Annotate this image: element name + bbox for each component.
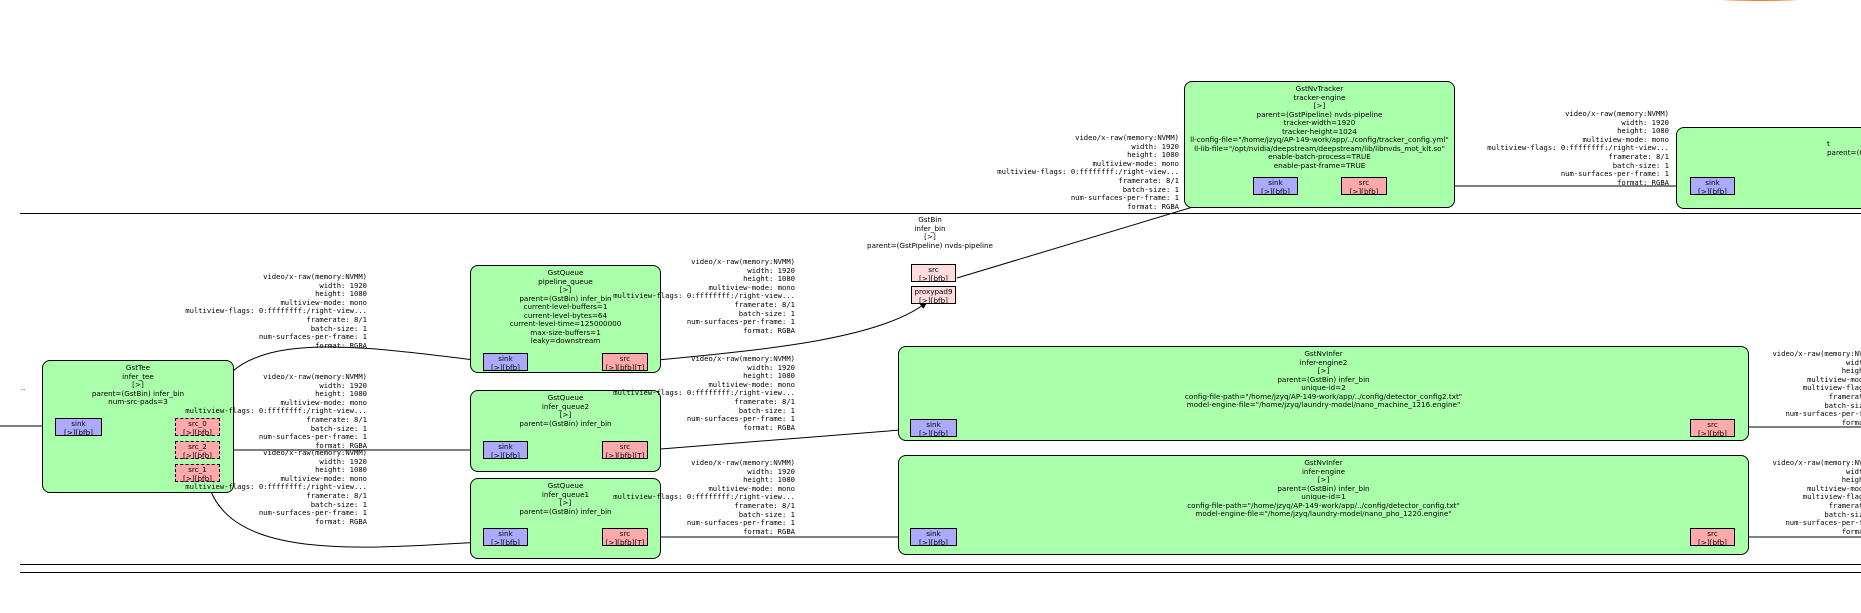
infer-engine-sink-pad[interactable]: sink[>][bfb] xyxy=(910,528,957,546)
bin-src-pad[interactable]: src[>][bfb] xyxy=(911,264,956,282)
outer-bottom-border xyxy=(20,572,1861,573)
infer-queue1-src-pad[interactable]: src[>][bfb][T] xyxy=(602,528,648,546)
left-ellipsis: .. xyxy=(20,383,26,392)
tracker-src-pad[interactable]: src[>][bfb] xyxy=(1341,177,1387,195)
edge-tee-src1-to-queue1 xyxy=(205,473,483,548)
bin-bottom-border xyxy=(20,564,1861,565)
infer-queue1-sink-pad[interactable]: sink[>][bfb] xyxy=(483,528,528,546)
tee-src2-pad[interactable]: src_2[>][bfb] xyxy=(175,441,220,459)
infer-queue2-sink-pad[interactable]: sink[>][bfb] xyxy=(483,441,528,459)
downstream-sink-pad[interactable]: sink[>][bfb] xyxy=(1690,177,1735,195)
infer-queue2-src-pad[interactable]: src[>][bfb][T] xyxy=(602,441,648,459)
tracker-sink-pad[interactable]: sink[>][bfb] xyxy=(1253,177,1298,195)
infer-engine2-src-pad[interactable]: src[>][bfb] xyxy=(1690,419,1735,437)
caps-engine-out: video/x-raw(memory:NVMMwidth:height:mult… xyxy=(1772,458,1861,536)
edge-queue2-to-engine2 xyxy=(647,426,914,451)
infer-engine2-sink-pad[interactable]: sink[>][bfb] xyxy=(910,419,957,437)
infer-engine-src-pad[interactable]: src[>][bfb] xyxy=(1690,528,1735,546)
pipeline-queue-src-pad[interactable]: src[>][bfb][T] xyxy=(602,353,648,371)
bin-proxypad[interactable]: proxypad9[>][bfb] xyxy=(911,286,956,304)
edge-pipeline-queue-to-proxypad xyxy=(647,301,928,362)
tee-src1-pad[interactable]: src_1[>][bfb] xyxy=(175,464,220,482)
corner-accent xyxy=(1700,0,1820,1)
tee-src0-pad[interactable]: src_0[>][bfb] xyxy=(175,418,220,436)
tee-sink-pad[interactable]: sink[>][bfb] xyxy=(55,418,102,436)
pipeline-queue-sink-pad[interactable]: sink[>][bfb] xyxy=(483,353,528,371)
bin-top-border xyxy=(20,213,1861,214)
caps-engine2-out: video/x-raw(memory:NVMMwidth:height:mult… xyxy=(1772,349,1861,427)
